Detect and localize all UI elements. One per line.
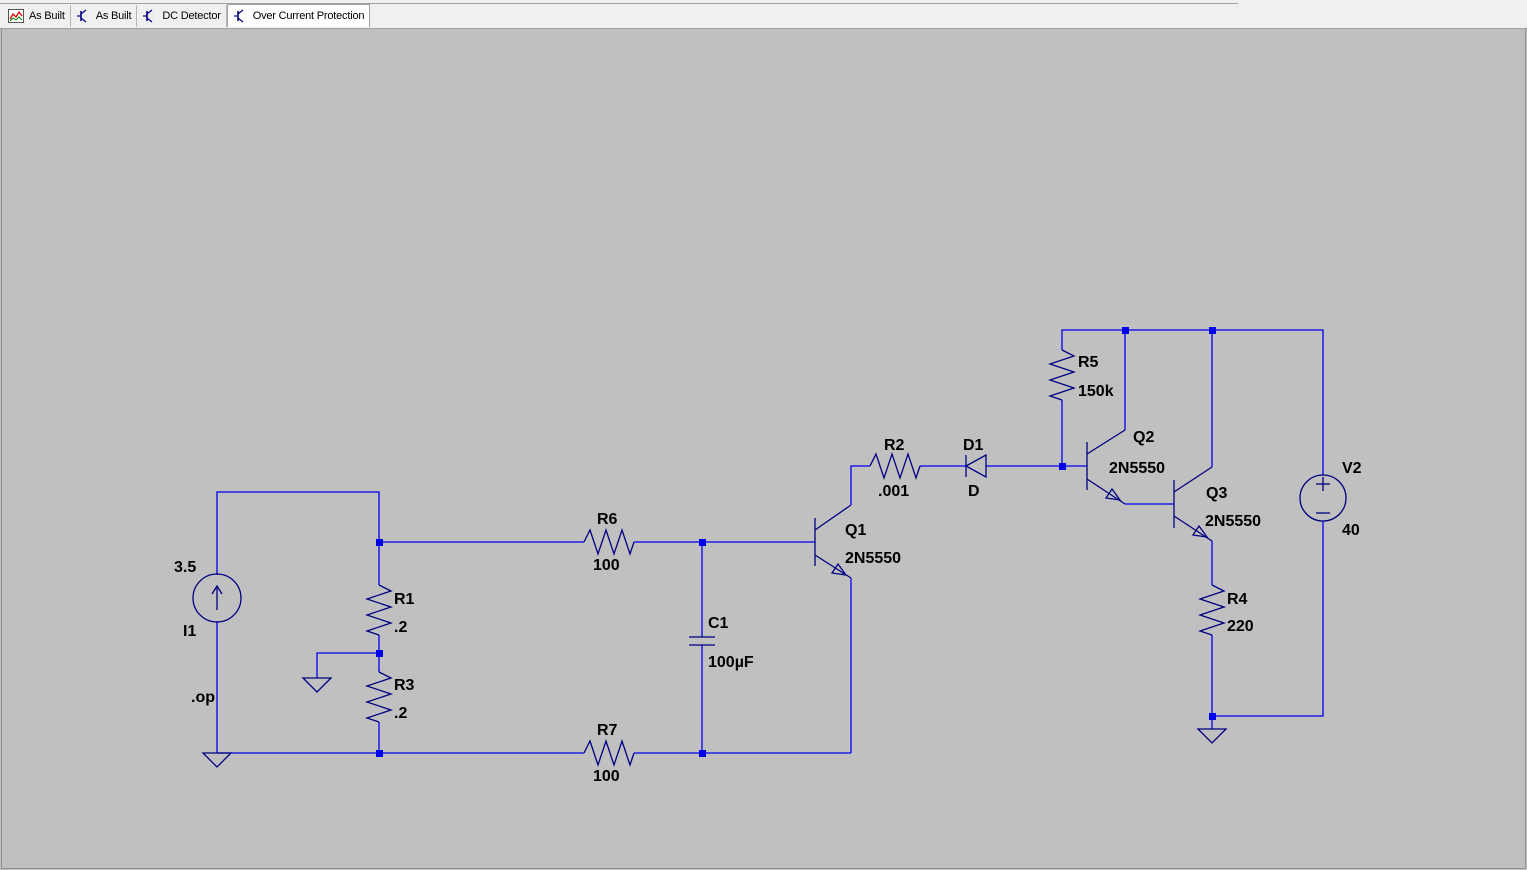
r3-value: .2 — [394, 705, 407, 722]
r7-name: R7 — [597, 722, 618, 739]
resistor-r1[interactable] — [364, 584, 394, 636]
r7-value: 100 — [593, 768, 620, 785]
r6-name: R6 — [597, 511, 618, 528]
tab-bar: As Built As Built DC Detector — [0, 0, 1527, 29]
r1-value: .2 — [394, 619, 407, 636]
q1-name: Q1 — [845, 522, 866, 539]
tab-as-built-plot[interactable]: As Built — [4, 5, 71, 27]
q3-name: Q3 — [1206, 485, 1227, 502]
tab-label: Over Current Protection — [252, 10, 365, 22]
r5-value: 150k — [1078, 383, 1114, 400]
tab-dc-detector[interactable]: DC Detector — [137, 5, 227, 27]
document-tabs: As Built As Built DC Detector — [4, 4, 371, 28]
transistor-q3[interactable] — [1173, 466, 1213, 542]
wires — [216, 329, 1324, 754]
ground-symbol — [1196, 728, 1228, 744]
r4-name: R4 — [1227, 591, 1248, 608]
junction-dot — [376, 539, 383, 546]
ground-symbol — [201, 752, 233, 768]
tab-as-built-schematic[interactable]: As Built — [71, 5, 138, 27]
spice-directive[interactable]: .op — [191, 689, 215, 706]
junction-dots — [376, 327, 1216, 757]
junction-dot — [699, 750, 706, 757]
window-divider — [0, 3, 1238, 4]
junction-dot — [1209, 327, 1216, 334]
junction-dot — [1122, 327, 1129, 334]
junction-dot — [1059, 463, 1066, 470]
capacitor-c1[interactable] — [689, 636, 715, 646]
current-source-i1[interactable] — [192, 573, 242, 623]
transistor-q1[interactable] — [814, 504, 852, 579]
resistor-r6[interactable] — [583, 527, 635, 557]
i1-name: I1 — [183, 623, 196, 640]
tab-over-current-protection[interactable]: Over Current Protection — [226, 4, 371, 27]
resistor-r7[interactable] — [583, 738, 635, 768]
schematic-icon — [143, 9, 153, 23]
d1-name: D1 — [963, 437, 984, 454]
junction-dot — [1209, 713, 1216, 720]
r5-name: R5 — [1078, 354, 1099, 371]
junction-dot — [376, 750, 383, 757]
r2-name: R2 — [884, 437, 905, 454]
q3-value: 2N5550 — [1205, 513, 1261, 530]
resistor-r5[interactable] — [1047, 349, 1077, 401]
r1-name: R1 — [394, 591, 415, 608]
tab-label: As Built — [95, 10, 132, 22]
d1-value: D — [968, 483, 980, 500]
r4-value: 220 — [1227, 618, 1254, 635]
tab-label: DC Detector — [162, 10, 221, 22]
c1-value: 100µF — [708, 654, 754, 671]
tab-label: As Built — [29, 10, 65, 22]
schematic-editor-frame[interactable] — [1, 28, 1526, 869]
resistor-r3[interactable] — [364, 671, 394, 723]
waveform-plot-icon — [8, 9, 24, 23]
r2-value: .001 — [878, 483, 909, 500]
schematic-icon — [76, 9, 87, 23]
schematic-icon — [233, 9, 244, 23]
r3-name: R3 — [394, 677, 415, 694]
ground-symbol — [301, 677, 333, 693]
v2-name: V2 — [1342, 460, 1362, 477]
transistor-q2[interactable] — [1086, 429, 1126, 505]
junction-dot — [376, 650, 383, 657]
diode-d1[interactable] — [964, 453, 987, 479]
c1-name: C1 — [708, 615, 729, 632]
voltage-source-v2[interactable] — [1299, 474, 1347, 522]
q2-value: 2N5550 — [1109, 460, 1165, 477]
i1-value: 3.5 — [174, 559, 196, 576]
resistor-r2[interactable] — [869, 451, 921, 481]
junction-dot — [699, 539, 706, 546]
r6-value: 100 — [593, 557, 620, 574]
v2-value: 40 — [1342, 522, 1360, 539]
resistor-r4[interactable] — [1197, 584, 1227, 636]
q2-name: Q2 — [1133, 429, 1154, 446]
q1-value: 2N5550 — [845, 550, 901, 567]
